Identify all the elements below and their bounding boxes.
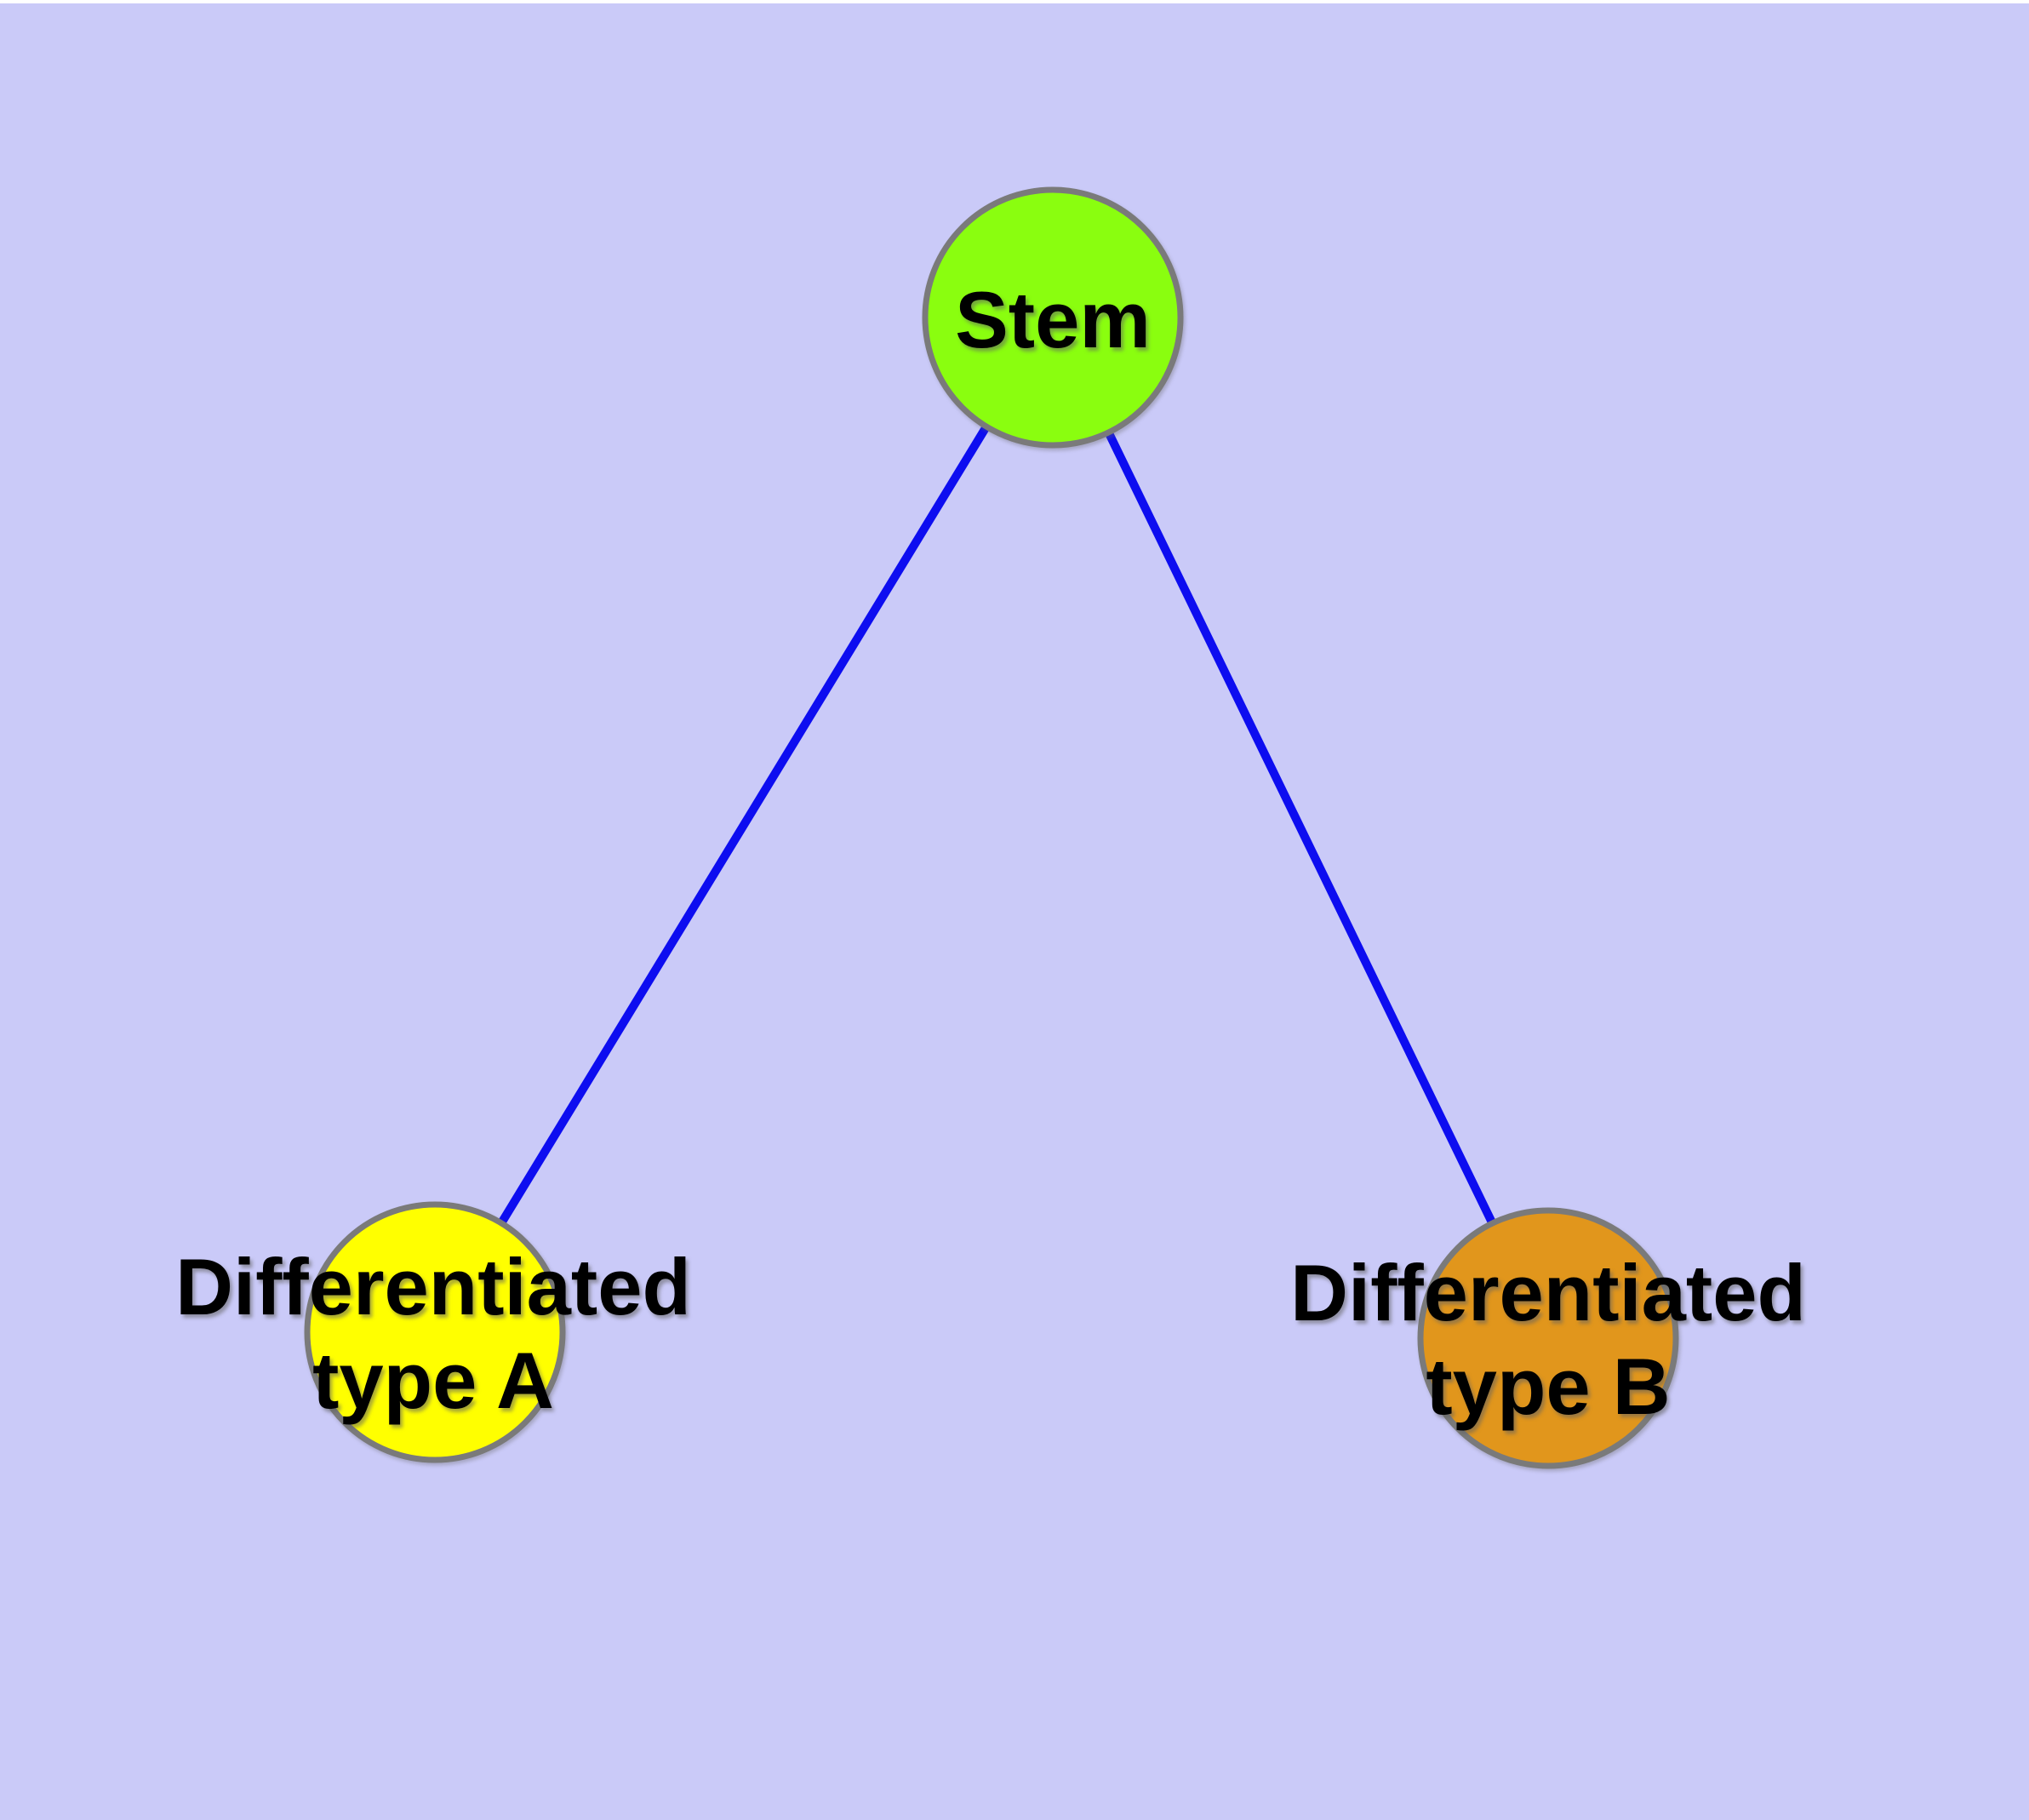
node-type-a-circle[interactable] [304,1201,566,1463]
node-type-a-label-line2: type A [312,1336,554,1425]
node-stem-circle[interactable] [922,186,1184,449]
edge-stem-to-type-a [431,313,1057,1336]
node-stem-label: Stem [955,275,1151,364]
top-white-strip [0,0,2029,3]
node-type-b-label-line1: Differentiated [1290,1248,1806,1337]
node-type-a-label-line1: Differentiated [175,1242,691,1331]
node-type-b-circle[interactable] [1417,1207,1679,1469]
edge-stem-to-type-b [1049,313,1552,1342]
node-type-b-label-line2: type B [1426,1342,1670,1431]
